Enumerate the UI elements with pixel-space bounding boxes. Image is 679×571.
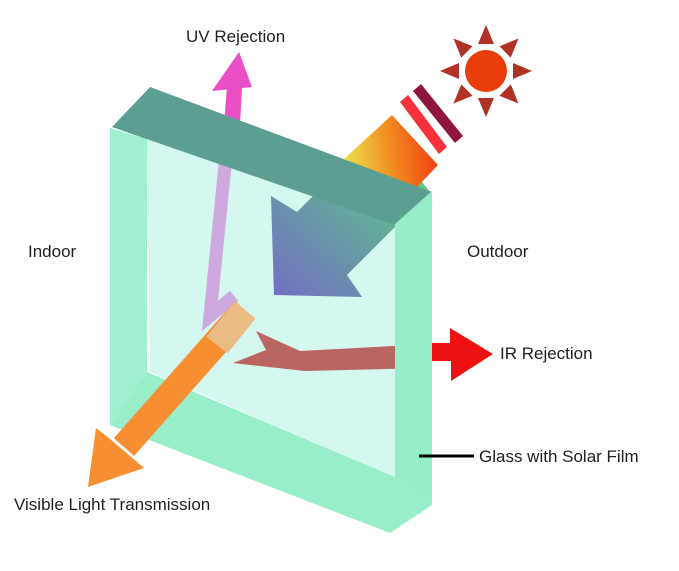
sun-ray xyxy=(499,38,519,58)
sun-rays xyxy=(440,25,532,117)
sun-ray xyxy=(440,63,459,79)
glass-film-label: Glass with Solar Film xyxy=(479,447,639,466)
glass-frame-right xyxy=(395,191,432,505)
solar-film-bar xyxy=(112,87,432,226)
visible-light-film-segment xyxy=(206,301,256,354)
uv-arrow-shaft xyxy=(224,87,242,124)
sunbeam-stripe-red xyxy=(400,95,447,154)
sun-ray xyxy=(478,25,494,44)
uv-rejection-arrow xyxy=(212,52,252,124)
uv-ray-inner xyxy=(201,124,239,332)
sun-ray xyxy=(478,98,494,117)
uv-rejection-label: UV Rejection xyxy=(186,27,286,46)
sun-ray xyxy=(513,63,532,79)
visible-light-label: Visible Light Transmission xyxy=(14,495,211,514)
visible-light-arrow-head xyxy=(88,428,144,487)
outdoor-label: Outdoor xyxy=(467,242,529,261)
sun-core xyxy=(465,50,507,92)
sunbeam-stripe-crimson xyxy=(413,84,463,143)
sun-icon xyxy=(440,25,532,117)
indoor-label: Indoor xyxy=(28,242,77,261)
glass-frame-left xyxy=(110,128,147,425)
sun-ray xyxy=(499,84,519,104)
uv-arrow-head xyxy=(212,52,252,91)
sun-ray xyxy=(453,38,473,58)
sun-ray xyxy=(453,84,473,104)
ir-rejection-label: IR Rejection xyxy=(500,344,593,363)
glass-frame-bottom xyxy=(110,372,432,533)
sunbeam xyxy=(344,115,438,187)
ir-ray-inner xyxy=(233,331,430,371)
ir-rejection-arrow xyxy=(432,328,493,381)
